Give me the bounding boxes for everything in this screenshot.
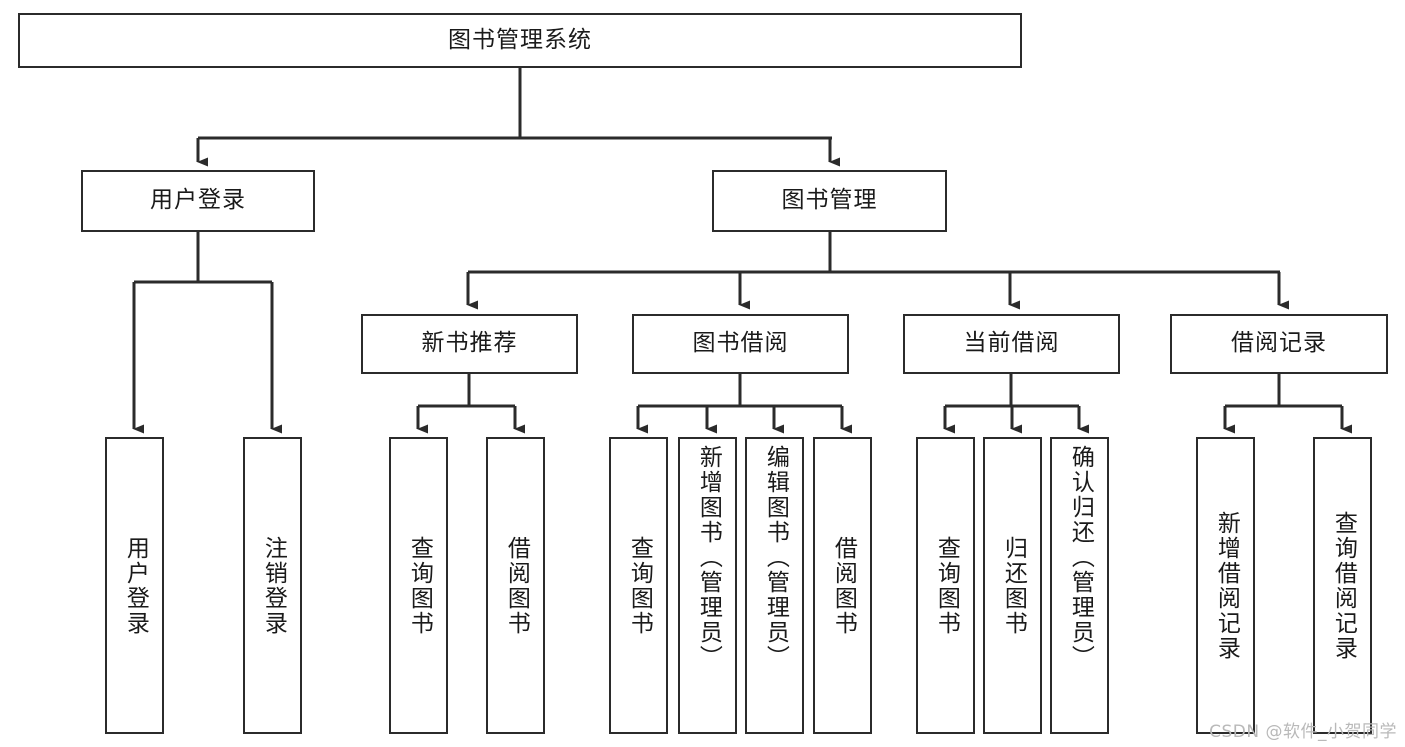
leaf-query-book-1-label: 查询图书 [406, 535, 433, 636]
leaf-query-book-3[interactable]: 查询图书 [916, 437, 975, 734]
leaf-query-book-3-label: 查询图书 [933, 535, 960, 636]
csdn-watermark: CSDN @软件_小贺同学 [1209, 722, 1397, 742]
node-root[interactable]: 图书管理系统 [18, 13, 1022, 68]
node-user-login-label: 用户登录 [150, 187, 246, 214]
leaf-edit-book[interactable]: 编辑图书（管理员） [745, 437, 804, 734]
leaf-add-book-label: 新增图书（管理员） [695, 445, 722, 670]
leaf-return-book-label: 归还图书 [1000, 535, 1027, 636]
leaf-query-record[interactable]: 查询借阅记录 [1313, 437, 1372, 734]
node-book-manage[interactable]: 图书管理 [712, 170, 947, 232]
node-book-borrow[interactable]: 图书借阅 [632, 314, 849, 374]
node-borrow-record[interactable]: 借阅记录 [1170, 314, 1388, 374]
leaf-borrow-book-1-label: 借阅图书 [503, 535, 530, 636]
node-root-label: 图书管理系统 [448, 26, 592, 53]
leaf-return-book[interactable]: 归还图书 [983, 437, 1042, 734]
leaf-user-login-label: 用户登录 [122, 535, 149, 636]
leaf-user-login[interactable]: 用户登录 [105, 437, 164, 734]
node-borrow-record-label: 借阅记录 [1231, 330, 1327, 357]
node-book-borrow-label: 图书借阅 [692, 330, 789, 357]
leaf-logout-login[interactable]: 注销登录 [243, 437, 302, 734]
leaf-query-book-2-label: 查询图书 [626, 535, 653, 636]
leaf-logout-login-label: 注销登录 [260, 535, 287, 636]
leaf-query-book-2[interactable]: 查询图书 [609, 437, 668, 734]
node-current-borrow-label: 当前借阅 [963, 330, 1060, 357]
leaf-add-record-label: 新增借阅记录 [1213, 510, 1240, 661]
leaf-query-record-label: 查询借阅记录 [1330, 510, 1357, 661]
leaf-add-book[interactable]: 新增图书（管理员） [678, 437, 737, 734]
node-current-borrow[interactable]: 当前借阅 [903, 314, 1120, 374]
leaf-borrow-book-2[interactable]: 借阅图书 [813, 437, 872, 734]
node-new-book-rec-label: 新书推荐 [421, 330, 518, 357]
leaf-add-record[interactable]: 新增借阅记录 [1196, 437, 1255, 734]
node-book-manage-label: 图书管理 [781, 187, 878, 214]
leaf-query-book-1[interactable]: 查询图书 [389, 437, 448, 734]
node-new-book-rec[interactable]: 新书推荐 [361, 314, 578, 374]
node-user-login[interactable]: 用户登录 [81, 170, 315, 232]
leaf-edit-book-label: 编辑图书（管理员） [762, 445, 789, 670]
leaf-borrow-book-2-label: 借阅图书 [830, 535, 857, 636]
leaf-confirm-return[interactable]: 确认归还（管理员） [1050, 437, 1109, 734]
leaf-borrow-book-1[interactable]: 借阅图书 [486, 437, 545, 734]
leaf-confirm-return-label: 确认归还（管理员） [1067, 445, 1094, 670]
